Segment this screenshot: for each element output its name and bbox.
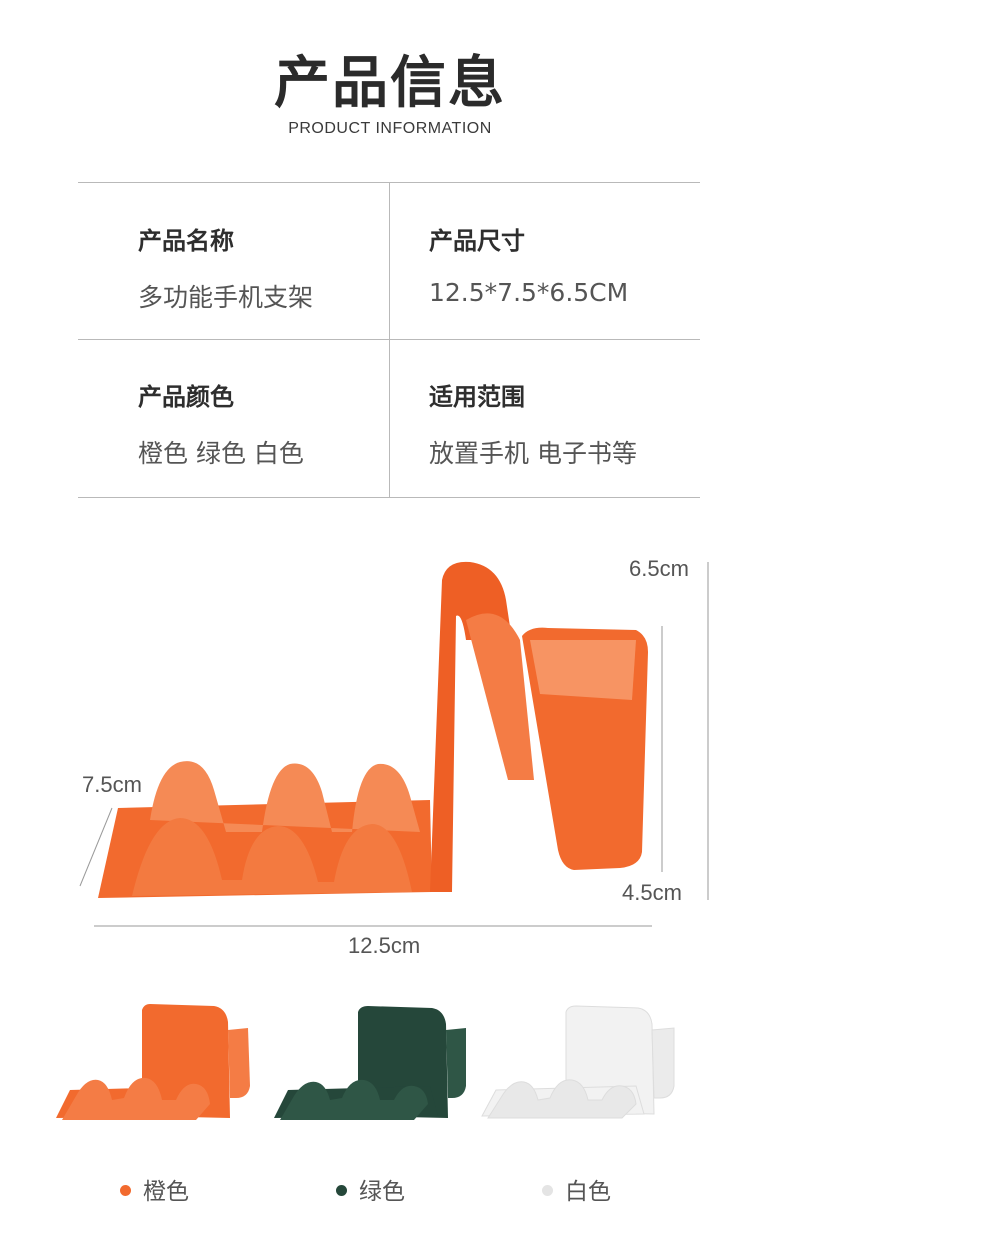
variant-white-image [481,1005,675,1119]
variant-green-image [274,1006,466,1120]
info-cell-color: 产品颜色 橙色 绿色 白色 [138,377,304,470]
width-dimension-label: 12.5cm [348,933,421,958]
variant-thumbnails [56,1004,675,1120]
depth-dimension-label: 7.5cm [82,772,142,797]
variant-white-label: 白色 [542,1172,611,1206]
variant-green-text: 绿色 [359,1179,405,1205]
info-cell-name: 产品名称 多功能手机支架 [138,221,313,314]
page-title: 产品信息 [274,51,506,116]
green-dot-icon [336,1185,347,1196]
table-divider-vertical [389,183,390,497]
color-value: 橙色 绿色 白色 [138,439,304,468]
size-label: 产品尺寸 [429,227,525,255]
info-cell-usage: 适用范围 放置手机 电子书等 [429,377,637,470]
size-value: 12.5*7.5*6.5CM [429,278,629,307]
phone-stand-orange-large [98,561,648,898]
name-value: 多功能手机支架 [138,283,314,312]
depth-dimension-line [79,807,113,887]
orange-dot-icon [120,1185,131,1196]
info-cell-size: 产品尺寸 12.5*7.5*6.5CM [429,221,628,307]
height-dimension-label: 6.5cm [629,556,689,581]
variant-white-text: 白色 [565,1179,611,1205]
variant-green-label: 绿色 [336,1172,405,1206]
info-table: 产品名称 多功能手机支架 产品尺寸 12.5*7.5*6.5CM 产品颜色 橙色… [78,182,700,498]
cup-height-dimension-label: 4.5cm [622,880,682,905]
variant-orange-image [56,1004,250,1120]
variant-orange-label: 橙色 [120,1172,189,1206]
product-dimension-figure [79,561,709,927]
page-subtitle: PRODUCT INFORMATION [288,120,492,137]
name-label: 产品名称 [138,227,234,255]
usage-value: 放置手机 电子书等 [429,439,637,468]
usage-label: 适用范围 [429,383,525,411]
variant-orange-text: 橙色 [143,1179,189,1205]
color-label: 产品颜色 [138,383,234,411]
white-dot-icon [542,1185,553,1196]
